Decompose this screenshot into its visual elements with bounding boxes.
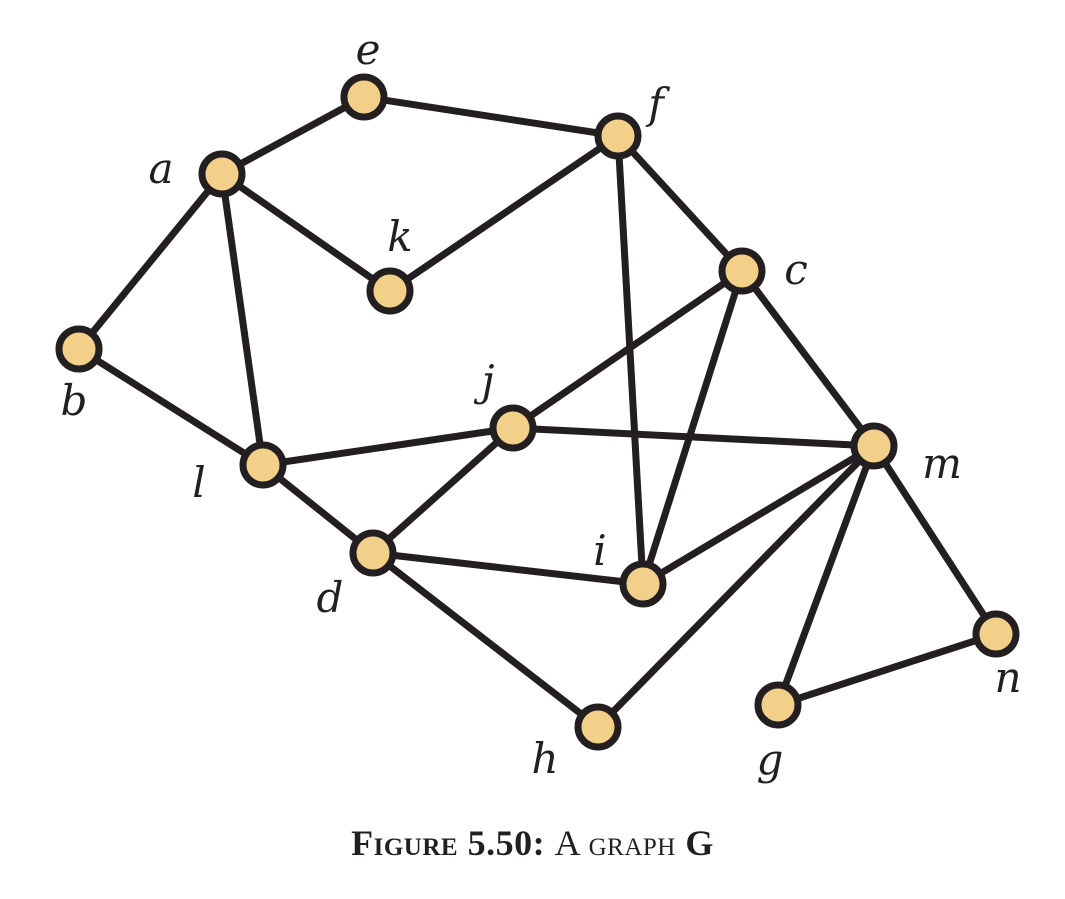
node-d — [349, 529, 397, 577]
node-label-m: m — [922, 439, 962, 488]
graph-diagram: a b c d e f g h i j k l m n — [55, 25, 1022, 784]
node-label-h: h — [531, 734, 558, 783]
node-j — [489, 404, 537, 452]
edge-h-m — [594, 442, 878, 731]
edge-a-k — [218, 170, 394, 295]
node-c — [718, 247, 766, 295]
node-n — [972, 610, 1020, 658]
node-i — [619, 560, 667, 608]
edge-g-n — [774, 630, 1000, 709]
node-label-i: i — [593, 526, 606, 575]
caption-graph-symbol: G — [685, 823, 714, 863]
edge-j-d — [369, 424, 517, 557]
edge-k-f — [386, 132, 622, 295]
caption-prefix: Figure 5.50: — [351, 823, 546, 863]
node-b — [55, 325, 103, 373]
edge-d-i — [369, 549, 647, 588]
node-k — [366, 267, 414, 315]
figure-caption: Figure 5.50: A graph G — [0, 822, 1065, 864]
node-f — [594, 112, 642, 160]
edge-f-c — [614, 132, 746, 275]
caption-title: A graph — [554, 823, 676, 863]
node-l — [239, 441, 287, 489]
edge-e-f — [360, 93, 622, 140]
node-label-k: k — [387, 212, 412, 261]
edge-b-l — [75, 345, 267, 469]
node-label-g: g — [757, 735, 784, 784]
node-label-e: e — [356, 25, 381, 74]
edge-m-g — [774, 442, 878, 709]
node-label-l: l — [192, 458, 205, 507]
edge-f-i — [614, 132, 647, 588]
edge-i-m — [639, 442, 878, 588]
node-g — [754, 681, 802, 729]
edge-l-j — [259, 424, 517, 469]
edge-d-h — [369, 549, 602, 731]
node-m — [850, 422, 898, 470]
edge-c-i — [639, 267, 746, 588]
edge-c-m — [738, 267, 878, 450]
node-label-n: n — [994, 653, 1021, 702]
node-label-b: b — [61, 376, 88, 425]
edge-a-b — [75, 170, 226, 353]
edge-a-l — [218, 170, 267, 469]
node-label-a: a — [148, 144, 173, 193]
node-label-c: c — [784, 245, 808, 294]
edge-a-e — [218, 93, 368, 178]
edge-c-j — [509, 267, 746, 432]
node-a — [198, 150, 246, 198]
node-label-d: d — [317, 573, 344, 622]
labels-layer: a b c d e f g h i j k l m n — [61, 25, 1022, 784]
edge-m-n — [870, 442, 1000, 638]
node-e — [340, 73, 388, 121]
nodes-layer — [55, 73, 1020, 751]
node-h — [574, 703, 622, 751]
node-label-j: j — [473, 356, 494, 405]
edge-j-m — [509, 424, 878, 450]
node-label-f: f — [645, 79, 670, 128]
